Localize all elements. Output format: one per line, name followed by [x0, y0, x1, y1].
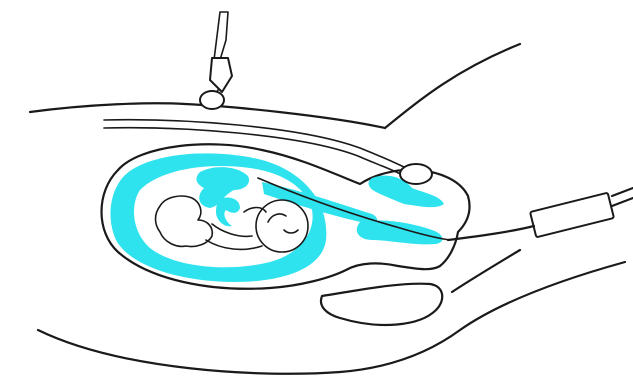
syringe-hub — [210, 58, 232, 92]
amniocentesis-needle — [200, 12, 232, 109]
probe-cable — [612, 188, 633, 206]
needle-entry-point — [200, 91, 224, 109]
syringe-tube — [214, 12, 228, 60]
placenta-marker — [400, 164, 432, 184]
fetus-limbs — [206, 208, 266, 250]
fetus-head — [256, 200, 308, 252]
amniotic-fluid-pocket-center — [216, 197, 240, 226]
ultrasound-probe — [448, 188, 633, 240]
upper-back-curve — [385, 44, 520, 128]
amniotic-fluid — [110, 153, 444, 282]
amniotic-fluid-right-lower — [357, 220, 443, 244]
leg-fold — [452, 250, 520, 292]
fetus-face — [268, 214, 298, 233]
cervix-curve — [321, 284, 442, 325]
probe-handle — [530, 193, 614, 238]
lower-body-outline — [38, 262, 625, 374]
